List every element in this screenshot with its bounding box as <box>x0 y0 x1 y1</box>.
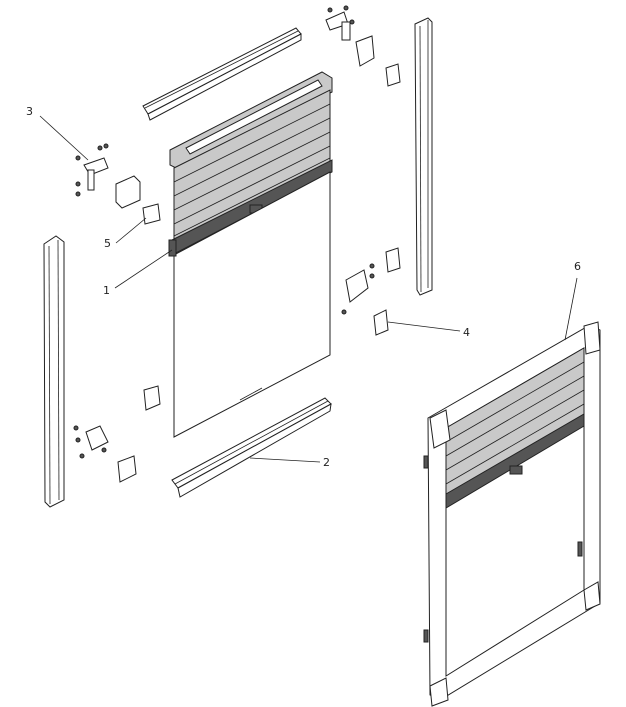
right-side-profile <box>414 17 433 296</box>
callout-3: 3 <box>26 105 33 118</box>
assembled-unit <box>423 321 601 707</box>
bottom-rail <box>171 397 332 498</box>
end-cap <box>115 175 141 209</box>
callout-1: 1 <box>103 284 110 297</box>
bottom-handle <box>239 387 263 401</box>
callout-5: 5 <box>104 237 111 250</box>
bracket-lower-left <box>143 385 161 411</box>
top-right-corner <box>325 5 401 87</box>
left-side-profile <box>43 235 65 508</box>
clip-4 <box>373 309 389 336</box>
callout-2: 2 <box>323 456 330 469</box>
bracket-5 <box>142 203 161 225</box>
blind-screen <box>173 171 331 438</box>
callout-4: 4 <box>463 326 470 339</box>
callout-6: 6 <box>574 260 581 273</box>
corner-piece-3 <box>75 143 109 197</box>
pleated-blind <box>168 71 333 438</box>
bottom-left-corner <box>73 425 137 483</box>
pleat-lines <box>173 103 331 237</box>
leader-lines <box>39 115 578 463</box>
right-corner-lower <box>341 247 401 315</box>
top-rail <box>142 27 302 121</box>
